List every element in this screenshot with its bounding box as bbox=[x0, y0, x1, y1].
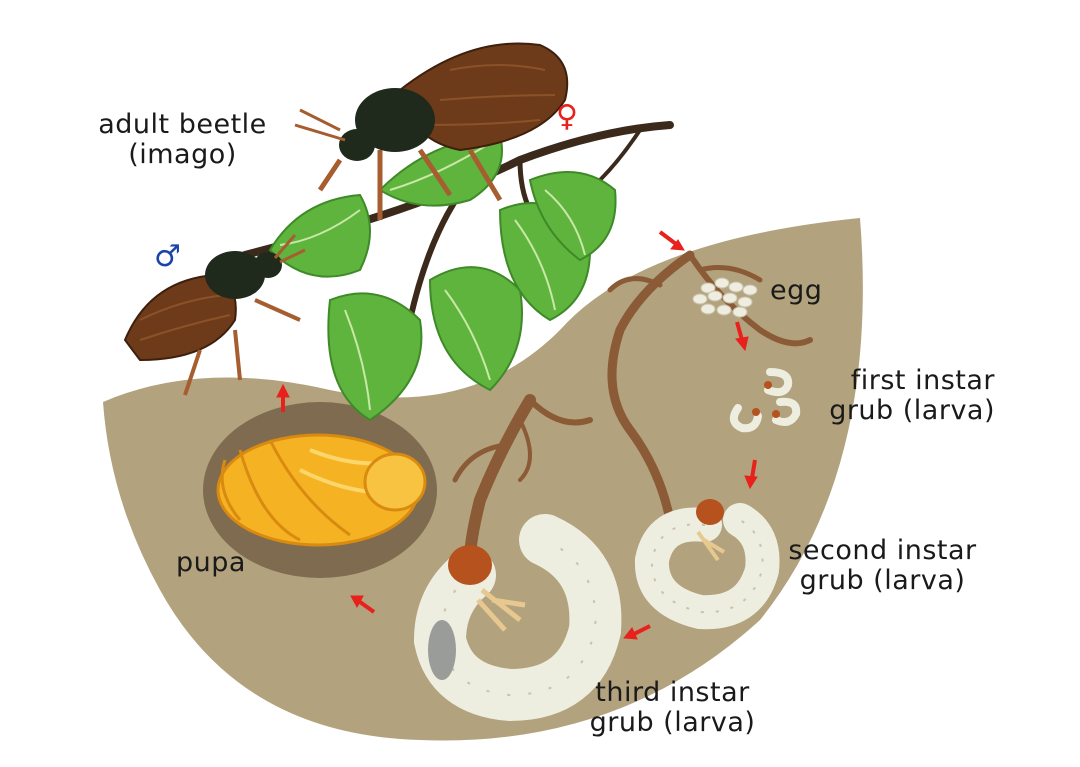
arrow-to-first-instar bbox=[735, 321, 749, 352]
egg-label: egg bbox=[770, 275, 823, 306]
arrow-to-egg bbox=[658, 230, 685, 251]
first-grub-head bbox=[772, 410, 780, 418]
adult-beetle-label: adult beetle (imago) bbox=[85, 110, 280, 170]
male-beetle bbox=[123, 234, 306, 396]
arrow-to-pupa bbox=[350, 595, 376, 614]
first-grub-head bbox=[764, 381, 772, 389]
arrow-to-adult bbox=[276, 383, 290, 412]
third-instar-grub bbox=[413, 514, 622, 722]
egg-cluster bbox=[692, 277, 758, 318]
male-symbol-icon: ♂ bbox=[154, 239, 181, 274]
arrow-to-second-instar bbox=[744, 459, 758, 490]
female-beetle bbox=[294, 42, 569, 220]
female-symbol-icon: ♀ bbox=[556, 99, 578, 134]
second-instar-label: second instar grub (larva) bbox=[775, 536, 990, 596]
third-instar-label-line1: third instar bbox=[595, 677, 750, 708]
first-instar-grubs bbox=[729, 368, 801, 433]
third-instar-label: third instar grub (larva) bbox=[575, 678, 770, 738]
adult-beetle-label-line1: adult beetle bbox=[98, 109, 267, 140]
cycle-arrows bbox=[276, 230, 758, 640]
second-instar-label-line1: second instar bbox=[788, 535, 977, 566]
first-grub-head bbox=[752, 408, 760, 416]
second-instar-grub bbox=[634, 499, 780, 630]
pupa-illustration bbox=[203, 402, 437, 578]
first-instar-label-line2: grub (larva) bbox=[829, 395, 995, 426]
plant-roots bbox=[452, 250, 813, 566]
adult-beetle-label-line2: (imago) bbox=[128, 139, 237, 170]
pupa-label: pupa bbox=[176, 547, 246, 578]
first-instar-label: first instar grub (larva) bbox=[780, 366, 995, 426]
arrow-to-third-instar bbox=[623, 624, 651, 640]
third-instar-label-line2: grub (larva) bbox=[589, 707, 756, 738]
first-instar-label-line1: first instar bbox=[850, 365, 995, 396]
second-instar-label-line2: grub (larva) bbox=[799, 565, 966, 596]
